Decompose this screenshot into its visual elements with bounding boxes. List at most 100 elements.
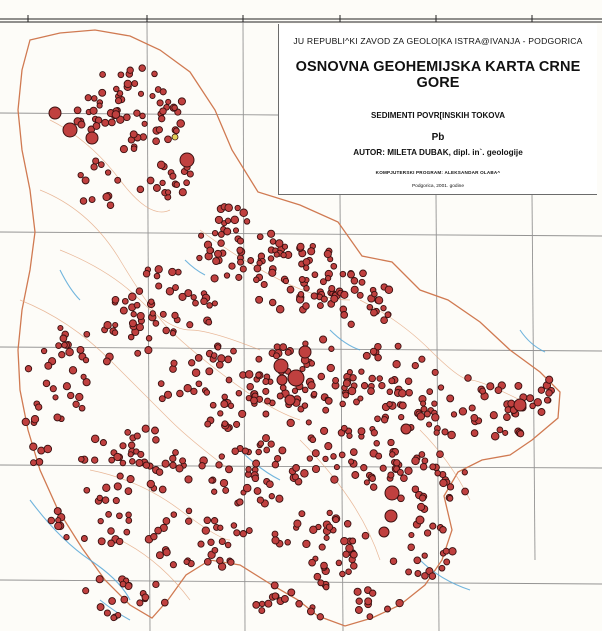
map-subject: SEDIMENTI POVR[INSKIH TOKOVA xyxy=(371,111,505,120)
sample-marker xyxy=(431,368,439,376)
sample-marker xyxy=(386,401,393,408)
sample-marker xyxy=(141,424,150,433)
sample-marker xyxy=(171,311,179,320)
sample-marker xyxy=(97,537,106,546)
sample-marker xyxy=(284,539,291,546)
sample-marker xyxy=(245,466,252,473)
sample-marker xyxy=(332,516,340,524)
sample-marker xyxy=(251,474,260,483)
sample-marker xyxy=(149,310,156,317)
sample-marker xyxy=(374,296,384,305)
sample-marker xyxy=(44,361,53,370)
sample-marker xyxy=(429,463,437,471)
sample-marker xyxy=(379,464,387,472)
sample-marker xyxy=(119,459,127,467)
sample-marker xyxy=(99,71,106,78)
sample-marker xyxy=(40,347,48,355)
sample-marker xyxy=(267,440,275,448)
sample-marker xyxy=(468,404,476,412)
sample-marker xyxy=(350,562,358,570)
anomaly-marker xyxy=(513,398,527,412)
sample-marker xyxy=(320,295,328,303)
sample-marker xyxy=(359,269,367,278)
sample-marker xyxy=(155,551,164,560)
sample-marker xyxy=(30,459,37,467)
sample-marker xyxy=(116,537,124,546)
sample-marker xyxy=(503,413,511,421)
sample-marker xyxy=(417,502,426,511)
sample-marker xyxy=(450,411,458,418)
sample-marker xyxy=(426,388,434,395)
place-date: Podgorica, 2001. godine xyxy=(411,184,464,189)
sample-marker xyxy=(53,507,62,516)
anomaly-marker xyxy=(378,526,390,538)
sample-marker xyxy=(135,458,144,467)
sample-marker xyxy=(123,79,132,89)
sample-marker xyxy=(353,398,360,406)
sample-marker xyxy=(545,389,553,397)
sample-marker xyxy=(363,479,370,486)
anomaly-marker xyxy=(415,515,425,525)
sample-marker xyxy=(160,598,169,607)
institute-name: JU REPUBLI^KI ZAVOD ZA GEOLO[KA ISTRA@IV… xyxy=(293,36,583,46)
sample-marker xyxy=(49,385,57,393)
element-symbol: Pb xyxy=(431,132,445,143)
sample-marker xyxy=(349,537,357,545)
sample-marker xyxy=(282,277,290,285)
sample-marker xyxy=(217,524,224,531)
sample-marker xyxy=(224,541,232,549)
sample-marker xyxy=(212,257,221,266)
sample-marker xyxy=(389,557,398,565)
sample-marker xyxy=(61,341,68,349)
sample-marker xyxy=(136,323,144,332)
sample-marker xyxy=(114,97,123,105)
sample-marker xyxy=(319,278,327,286)
sample-marker xyxy=(161,459,170,468)
sample-marker xyxy=(349,448,358,456)
sample-marker xyxy=(88,196,96,204)
sample-marker xyxy=(127,451,134,458)
sample-marker xyxy=(112,497,120,505)
sample-marker xyxy=(155,468,164,476)
sample-marker xyxy=(396,468,404,476)
sample-marker xyxy=(121,297,129,305)
sample-marker xyxy=(110,614,118,622)
sample-marker xyxy=(224,217,232,224)
sample-marker xyxy=(253,276,260,284)
sample-marker xyxy=(367,387,375,395)
sample-marker xyxy=(275,305,285,314)
sample-marker xyxy=(262,378,270,386)
sample-marker xyxy=(218,453,225,460)
sample-marker xyxy=(262,387,270,395)
sample-marker xyxy=(242,483,252,493)
sample-marker xyxy=(117,71,125,79)
sample-marker xyxy=(470,429,479,437)
sample-marker xyxy=(340,311,349,319)
sample-marker xyxy=(111,295,120,304)
sample-marker xyxy=(262,410,270,418)
sample-marker xyxy=(222,486,230,494)
sample-marker xyxy=(158,115,166,123)
sample-marker xyxy=(398,401,407,410)
sample-marker xyxy=(411,361,419,370)
sample-marker xyxy=(43,444,53,454)
sample-marker xyxy=(183,384,192,393)
sample-marker xyxy=(407,543,415,551)
sample-marker xyxy=(223,227,232,236)
sample-marker xyxy=(145,335,153,342)
sample-marker xyxy=(216,556,224,565)
sample-marker xyxy=(393,459,401,467)
sample-marker xyxy=(175,464,184,473)
sample-marker xyxy=(345,543,354,553)
sample-marker xyxy=(83,330,91,338)
sample-marker xyxy=(268,268,277,277)
sample-marker xyxy=(328,345,335,352)
sample-marker xyxy=(335,559,343,567)
sample-marker xyxy=(137,90,145,97)
sample-marker xyxy=(113,452,122,462)
sample-marker xyxy=(178,188,187,197)
sample-marker xyxy=(72,400,80,408)
sample-marker xyxy=(351,471,360,479)
sample-marker xyxy=(219,478,229,488)
sample-marker xyxy=(195,380,203,388)
